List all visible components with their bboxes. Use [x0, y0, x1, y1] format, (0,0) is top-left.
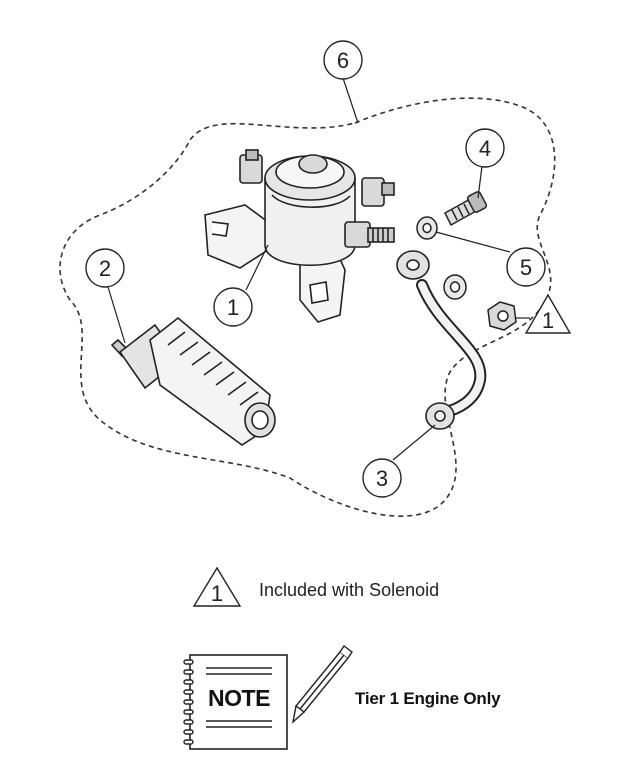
svg-text:6: 6 [337, 48, 349, 73]
svg-text:4: 4 [479, 136, 491, 161]
note-caption: Tier 1 Engine Only [355, 689, 501, 708]
kit-boundary-dashed-outline [59, 97, 556, 517]
svg-text:1: 1 [211, 581, 223, 606]
callout-1: 1 [213, 287, 253, 327]
grid-heater [110, 316, 276, 446]
svg-text:1: 1 [542, 308, 554, 333]
note-badge: NOTE [208, 685, 270, 711]
notebook-icon: NOTE [183, 654, 288, 750]
svg-text:3: 3 [376, 466, 388, 491]
callout-6: 6 [323, 40, 363, 80]
legend-triangle-icon: 1 [192, 566, 242, 607]
hex-nut [487, 301, 517, 331]
svg-text:5: 5 [520, 255, 532, 280]
cable [396, 250, 487, 430]
pencil-icon [291, 644, 353, 724]
callout-4: 4 [465, 128, 505, 168]
legend-text: Included with Solenoid [259, 580, 440, 600]
leader-lines [107, 77, 530, 461]
washer [416, 216, 438, 240]
lock-washer [443, 274, 467, 300]
callout-3: 3 [362, 458, 402, 498]
svg-text:2: 2 [99, 256, 111, 281]
callout-2: 2 [85, 248, 125, 288]
callout-5: 5 [506, 247, 546, 287]
svg-text:1: 1 [227, 295, 239, 320]
callout-triangle-1: 1 [524, 293, 572, 334]
solenoid [204, 149, 395, 323]
screw [444, 191, 488, 227]
